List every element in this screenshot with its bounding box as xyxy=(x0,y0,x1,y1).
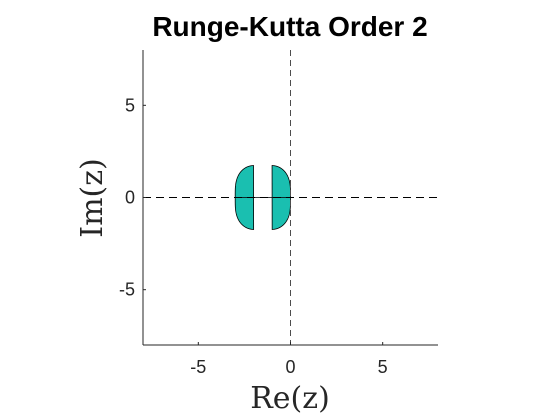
x-tick-label: 0 xyxy=(285,357,295,377)
y-ticks: 5 0 -5 xyxy=(119,95,146,300)
y-tick-label: -5 xyxy=(119,280,135,300)
x-ticks: -5 0 5 xyxy=(190,342,388,377)
x-tick-label: 5 xyxy=(378,357,388,377)
chart-title: Runge-Kutta Order 2 xyxy=(152,11,427,42)
y-tick-label: 5 xyxy=(125,95,135,115)
x-tick-label: -5 xyxy=(190,357,206,377)
plot-area: -5 0 5 5 0 -5 xyxy=(119,50,438,377)
x-axis-label: Re(z) xyxy=(250,381,330,416)
y-tick-label: 0 xyxy=(125,188,135,208)
y-axis-label: Im(z) xyxy=(75,158,110,238)
